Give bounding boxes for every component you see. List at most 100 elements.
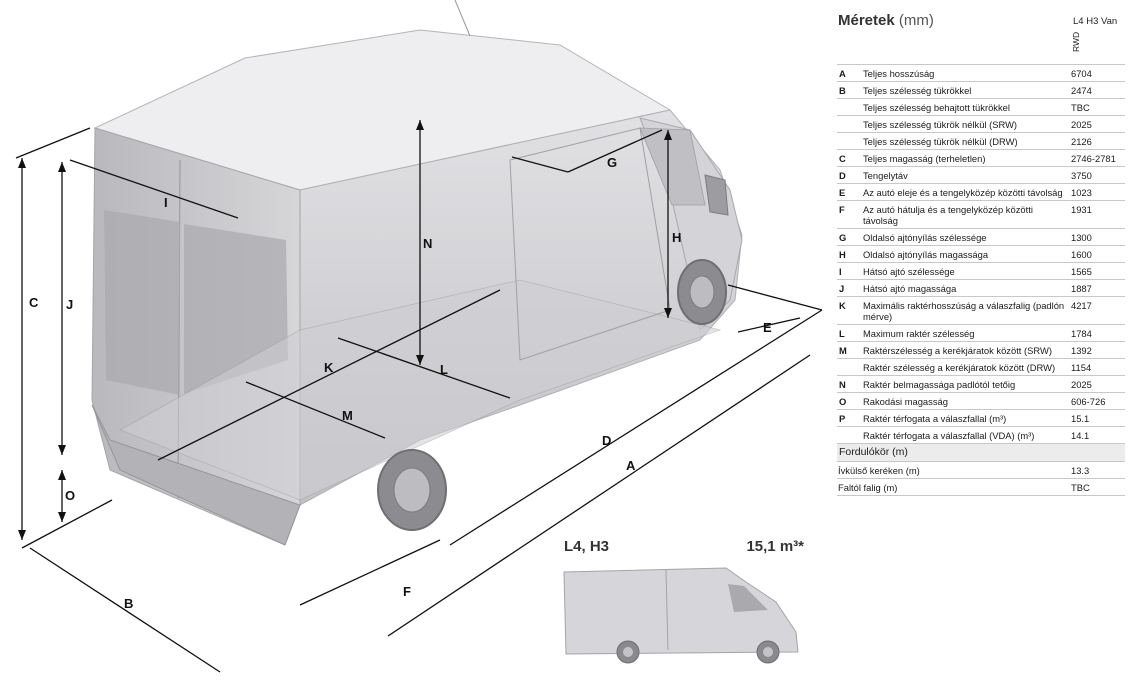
spec-code: N (837, 375, 861, 393)
panel-header: Méretek (mm) L4 H3 Van RWD (837, 8, 1125, 64)
spec-code (837, 115, 861, 133)
spec-row: Teljes szélesség tükrök nélkül (DRW)2126 (837, 132, 1125, 150)
spec-value: 1887 (1069, 279, 1125, 297)
spec-value: 4217 (1069, 296, 1125, 325)
spec-code (837, 358, 861, 376)
spec-value: 1565 (1069, 262, 1125, 280)
label-n: N (423, 236, 432, 251)
spec-code: P (837, 409, 861, 427)
spec-value: 1392 (1069, 341, 1125, 359)
spec-label: Teljes szélesség tükrökkel (861, 81, 1069, 99)
van-side-thumbnail (563, 567, 799, 664)
spec-code (837, 98, 861, 116)
spec-code: L (837, 324, 861, 342)
spec-label: Hátsó ajtó magassága (861, 279, 1069, 297)
label-d: D (602, 433, 611, 448)
dimension-letters: C J O B F D A E I G H N K L M (29, 155, 772, 611)
spec-value: 1931 (1069, 200, 1125, 229)
spec-code: K (837, 296, 861, 325)
label-k: K (324, 360, 334, 375)
label-f: F (403, 584, 411, 599)
spec-value: 2126 (1069, 132, 1125, 150)
turning-value: 13.3 (1069, 461, 1125, 479)
label-g: G (607, 155, 617, 170)
spec-label: Tengelytáv (861, 166, 1069, 184)
spec-code: B (837, 81, 861, 99)
spec-label: Rakodási magasság (861, 392, 1069, 410)
spec-label: Teljes szélesség tükrök nélkül (DRW) (861, 132, 1069, 150)
label-m: M (342, 408, 353, 423)
spec-row: Raktér térfogata a válaszfallal (VDA) (m… (837, 426, 1125, 444)
spec-value: 2746-2781 (1069, 149, 1125, 167)
van-dimension-illustration: C J O B F D A E I G H N K L M (15, 0, 823, 673)
spec-value: 2025 (1069, 375, 1125, 393)
spec-code: C (837, 149, 861, 167)
spec-code: J (837, 279, 861, 297)
spec-label: Az autó eleje és a tengelyközép közötti … (861, 183, 1069, 201)
spec-code: O (837, 392, 861, 410)
spec-value: 2025 (1069, 115, 1125, 133)
spec-label: Oldalsó ajtónyílás szélessége (861, 228, 1069, 246)
spec-code: A (837, 64, 861, 82)
turning-heading: Fordulókör (m) (837, 443, 1125, 462)
label-i: I (164, 195, 168, 210)
spec-code: F (837, 200, 861, 229)
spec-code: E (837, 183, 861, 201)
spec-code: M (837, 341, 861, 359)
dimension-lines (15, 120, 823, 673)
spec-label: Maximális raktérhosszúság a válaszfalig … (861, 296, 1069, 325)
spec-label: Raktér térfogata a válaszfallal (m³) (861, 409, 1069, 427)
label-b: B (124, 596, 133, 611)
spec-label: Oldalsó ajtónyílás magassága (861, 245, 1069, 263)
spec-label: Az autó hátulja és a tengelyközép között… (861, 200, 1069, 229)
spec-code (837, 132, 861, 150)
panel-title: Méretek (mm) (838, 12, 934, 29)
turning-row: Ívkülső keréken (m)13.3 (837, 461, 1125, 479)
spec-label: Raktér szélesség a kerékjáratok között (… (861, 358, 1069, 376)
spec-value: TBC (1069, 98, 1125, 116)
spec-code: G (837, 228, 861, 246)
spec-row: Teljes szélesség tükrök nélkül (SRW)2025 (837, 115, 1125, 133)
label-l: L (440, 362, 448, 377)
turning-heading-row: Fordulókör (m) (837, 443, 1125, 462)
spec-row: Raktér szélesség a kerékjáratok között (… (837, 358, 1125, 376)
spec-code (837, 426, 861, 444)
spec-label: Raktér belmagassága padlótól tetőig (861, 375, 1069, 393)
spec-value: 6704 (1069, 64, 1125, 82)
turning-label: Faltól falig (m) (837, 478, 1069, 496)
label-o: O (65, 488, 75, 503)
spec-value: 1154 (1069, 358, 1125, 376)
dimension-arrowheads (18, 120, 672, 540)
spec-value: 1784 (1069, 324, 1125, 342)
label-e: E (763, 320, 772, 335)
panel-title-unit: (mm) (898, 12, 934, 29)
spec-value: 1600 (1069, 245, 1125, 263)
spec-value: 2474 (1069, 81, 1125, 99)
spec-value: 14.1 (1069, 426, 1125, 444)
label-h: H (672, 230, 681, 245)
spec-code: I (837, 262, 861, 280)
turning-value: TBC (1069, 478, 1125, 496)
spec-label: Maximum raktér szélesség (861, 324, 1069, 342)
turning-row: Faltól falig (m)TBC (837, 478, 1125, 496)
spec-label: Hátsó ajtó szélessége (861, 262, 1069, 280)
thumbnail-model: L4, H3 (564, 538, 610, 555)
spec-code: D (837, 166, 861, 184)
spec-label: Raktérszélesség a kerékjáratok között (S… (861, 341, 1069, 359)
label-c: C (29, 295, 39, 310)
spec-label: Teljes hosszúság (861, 64, 1069, 82)
